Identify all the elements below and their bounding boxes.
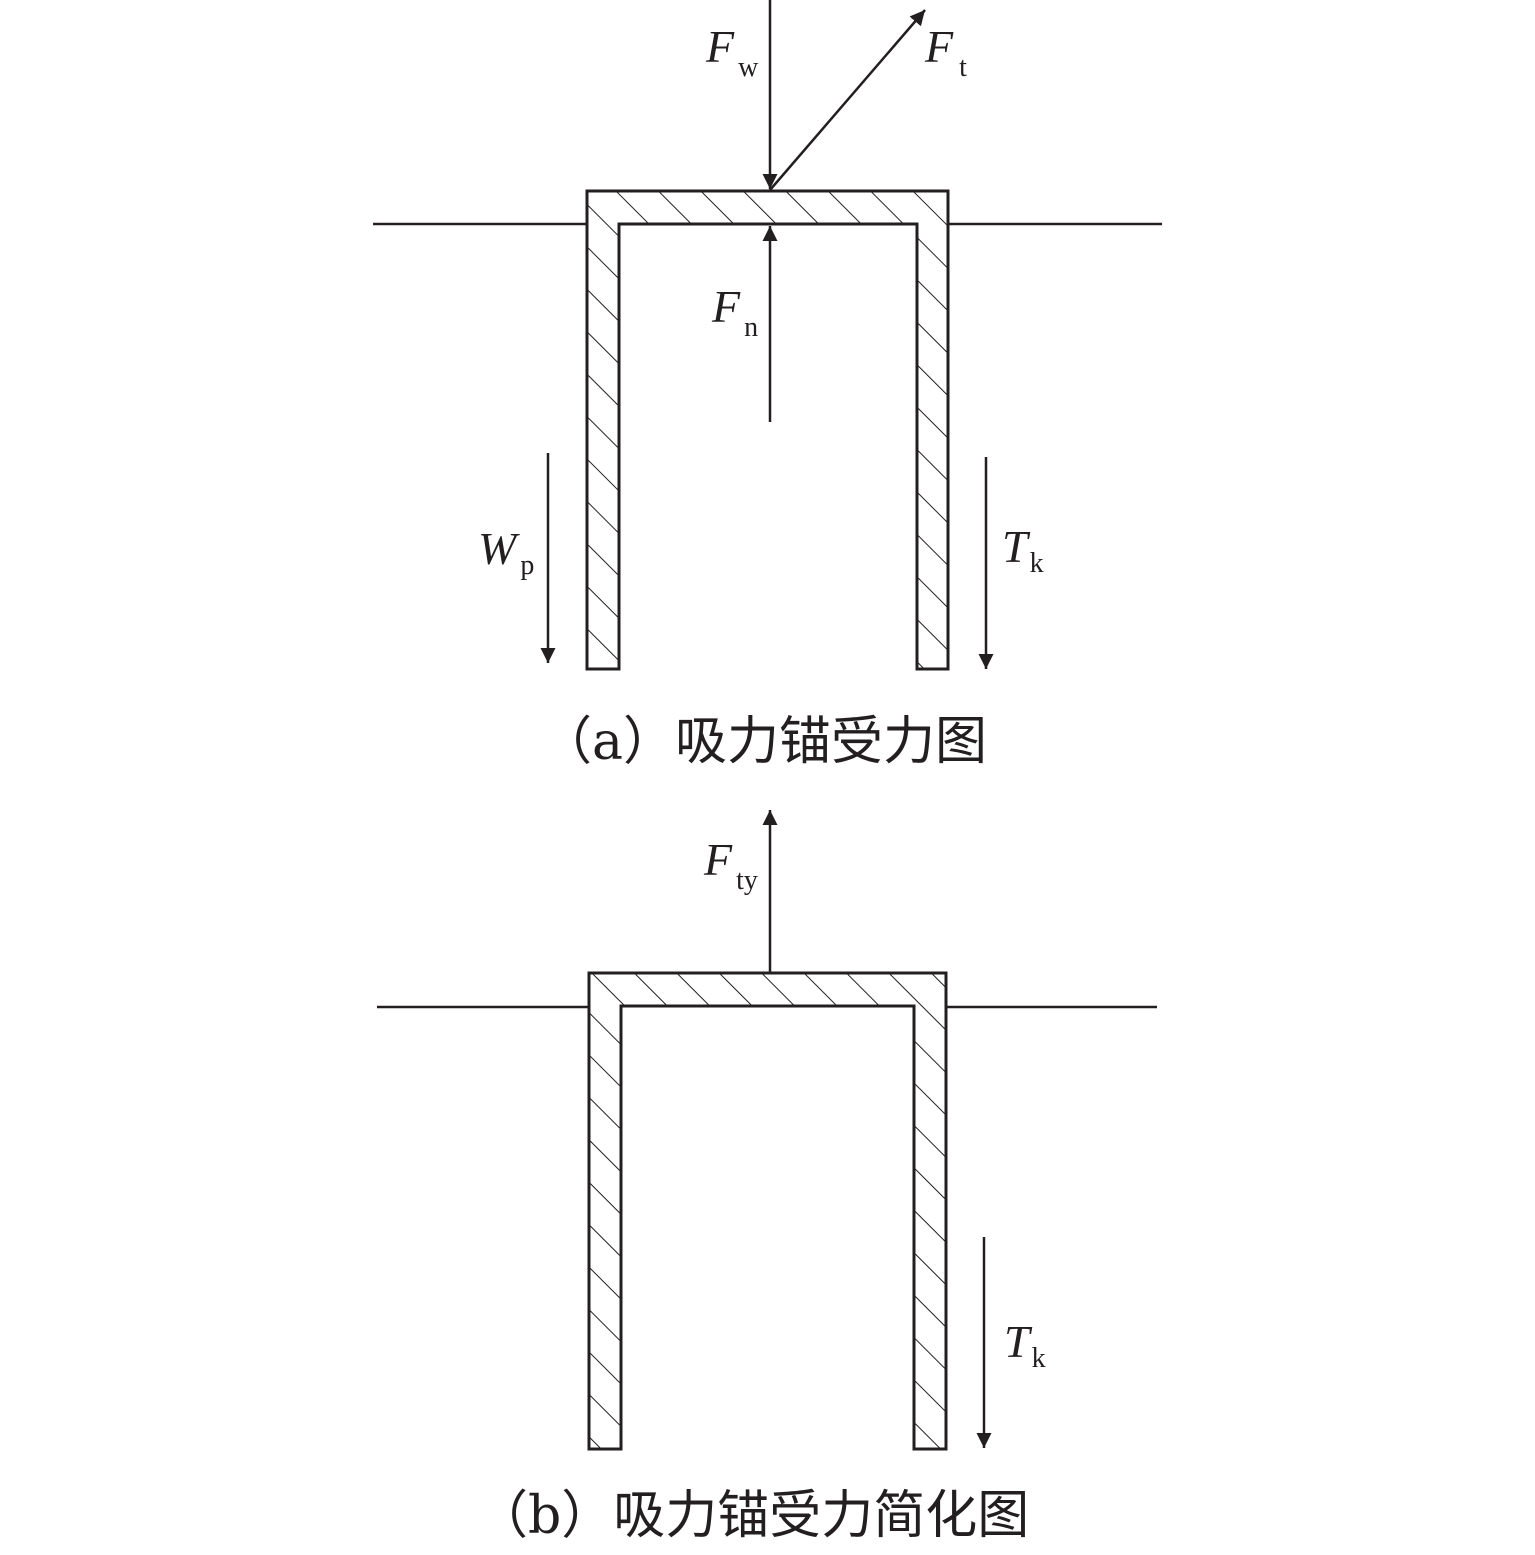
- anchor-body-a: [585, 189, 950, 671]
- anchor-body-b: [587, 971, 948, 1451]
- label-tk-b: Tk: [1004, 1316, 1046, 1374]
- caption-b: （b）吸力锚受力简化图: [476, 1486, 1029, 1546]
- caption-a: （a）吸力锚受力图: [540, 712, 987, 772]
- label-tk-a: Tk: [1002, 521, 1044, 579]
- force-arrow-ft: [769, 9, 926, 191]
